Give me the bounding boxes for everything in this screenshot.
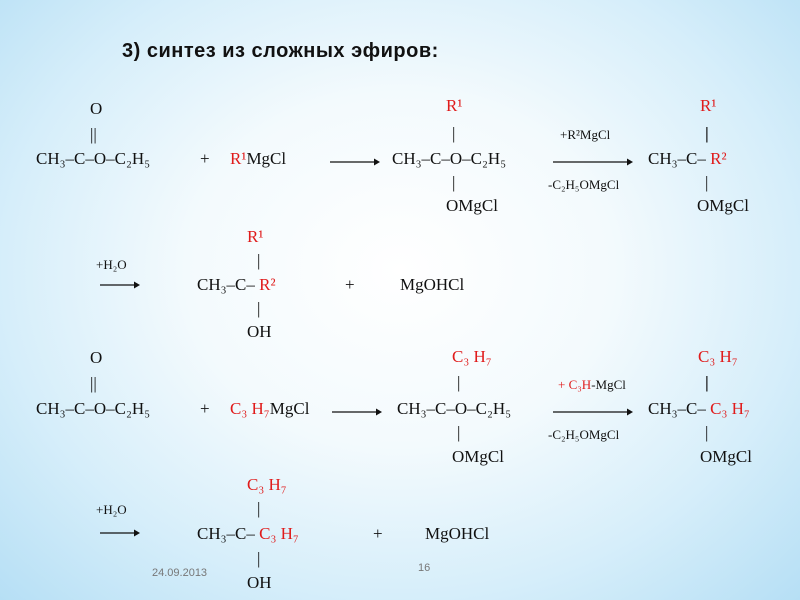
r3-mid-bond: | xyxy=(457,373,461,392)
r2-arrow-top: +H₂O xyxy=(96,257,127,272)
r1-arrow-top: +R²MgCl xyxy=(560,127,611,142)
r1-product-bottom: OMgCl xyxy=(697,196,749,215)
r2-bottom: OH xyxy=(247,322,272,341)
r3-reagent-radical: C₃ H₇ xyxy=(230,399,270,418)
r1-product-radical: R² xyxy=(710,149,727,168)
r4-main-radical: C₃ H₇ xyxy=(259,524,299,543)
r3-product: CH₃–C– C₃ H₇ xyxy=(648,400,750,417)
r3-arrow-top-radical: + C₃H xyxy=(558,377,592,392)
r3-arrow-top: + C₃H-MgCl xyxy=(558,378,626,391)
r1-arrow-bottom: -C₂H₅OMgCl xyxy=(548,177,620,192)
r2-bond-lower: | xyxy=(257,299,261,318)
r1-product-main: CH₃–C– xyxy=(648,149,706,168)
r1-plus: + xyxy=(200,149,210,168)
r4-byproduct: MgOHCl xyxy=(425,524,490,543)
r3-product-top: C₃ H₇ xyxy=(698,347,738,366)
r4-bottom: OH xyxy=(247,573,272,592)
r4-arrow xyxy=(100,529,140,537)
r1-arrow-2 xyxy=(553,158,633,166)
r1-ester-oxygen: O xyxy=(90,99,103,118)
r1-ester-double-bond: || xyxy=(90,125,97,144)
r3-mid: CH₃–C–O–C₂H₅ xyxy=(397,399,512,418)
r1-reagent-rest: MgCl xyxy=(246,149,287,168)
r3-arrow-top-rest: -MgCl xyxy=(591,377,626,392)
r1-arrow-1 xyxy=(330,158,380,166)
r4-main-chain: CH₃–C– xyxy=(197,524,255,543)
r3-arrow-bottom: -C₂H₅OMgCl xyxy=(548,427,620,442)
r3-arrow-2 xyxy=(553,408,633,416)
r4-top: C₃ H₇ xyxy=(247,475,287,494)
r1-product: CH₃–C– R² xyxy=(648,150,727,167)
r3-ester-double-bond: || xyxy=(90,374,97,393)
r1-mid-top: R¹ xyxy=(446,96,463,115)
r2-bond: | xyxy=(257,251,261,270)
r4-bond: | xyxy=(257,499,261,518)
r3-plus: + xyxy=(200,399,210,418)
r2-arrow xyxy=(100,281,140,289)
r4-bond-lower: | xyxy=(257,549,261,568)
r1-product-top: R¹ xyxy=(700,96,717,115)
r2-main: CH₃–C– R² xyxy=(197,276,276,293)
r1-reagent: R¹MgCl xyxy=(230,150,286,167)
r1-mid-bottom: OMgCl xyxy=(446,196,498,215)
r1-ester: CH₃–C–O–C₂H₅ xyxy=(36,149,151,168)
r3-product-bond-lower: | xyxy=(705,423,709,442)
r3-product-bottom: OMgCl xyxy=(700,447,752,466)
r2-byproduct: MgOHCl xyxy=(400,275,465,294)
slide-title: 3) синтез из сложных эфиров: xyxy=(122,40,439,62)
r3-arrow-1 xyxy=(332,408,382,416)
r1-mid-bond-lower: | xyxy=(452,173,456,192)
r3-mid-bond-lower: | xyxy=(457,423,461,442)
r4-plus: + xyxy=(373,524,383,543)
r3-mid-top: C₃ H₇ xyxy=(452,347,492,366)
r3-ester: CH₃–C–O–C₂H₅ xyxy=(36,399,151,418)
r3-product-main: CH₃–C– xyxy=(648,399,706,418)
r3-reagent: C₃ H₇MgCl xyxy=(230,400,309,417)
r3-reagent-rest: MgCl xyxy=(269,399,310,418)
r3-product-radical: C₃ H₇ xyxy=(710,399,750,418)
footer-date: 24.09.2013 xyxy=(152,567,208,579)
r3-product-bond: | xyxy=(705,373,709,392)
r2-main-chain: CH₃–C– xyxy=(197,275,255,294)
r1-mid-bond: | xyxy=(452,124,456,143)
r2-main-radical: R² xyxy=(259,275,276,294)
r1-reagent-radical: R¹ xyxy=(230,149,247,168)
r3-ester-oxygen: O xyxy=(90,348,103,367)
r1-product-bond-lower: | xyxy=(705,173,709,192)
r1-product-bond: | xyxy=(705,124,709,143)
r2-top: R¹ xyxy=(247,227,264,246)
r3-mid-bottom: OMgCl xyxy=(452,447,504,466)
r2-plus: + xyxy=(345,275,355,294)
r1-mid: CH₃–C–O–C₂H₅ xyxy=(392,149,507,168)
r4-arrow-top: +H₂O xyxy=(96,502,127,517)
r4-main: CH₃–C– C₃ H₇ xyxy=(197,525,299,542)
page-number: 16 xyxy=(418,562,431,574)
